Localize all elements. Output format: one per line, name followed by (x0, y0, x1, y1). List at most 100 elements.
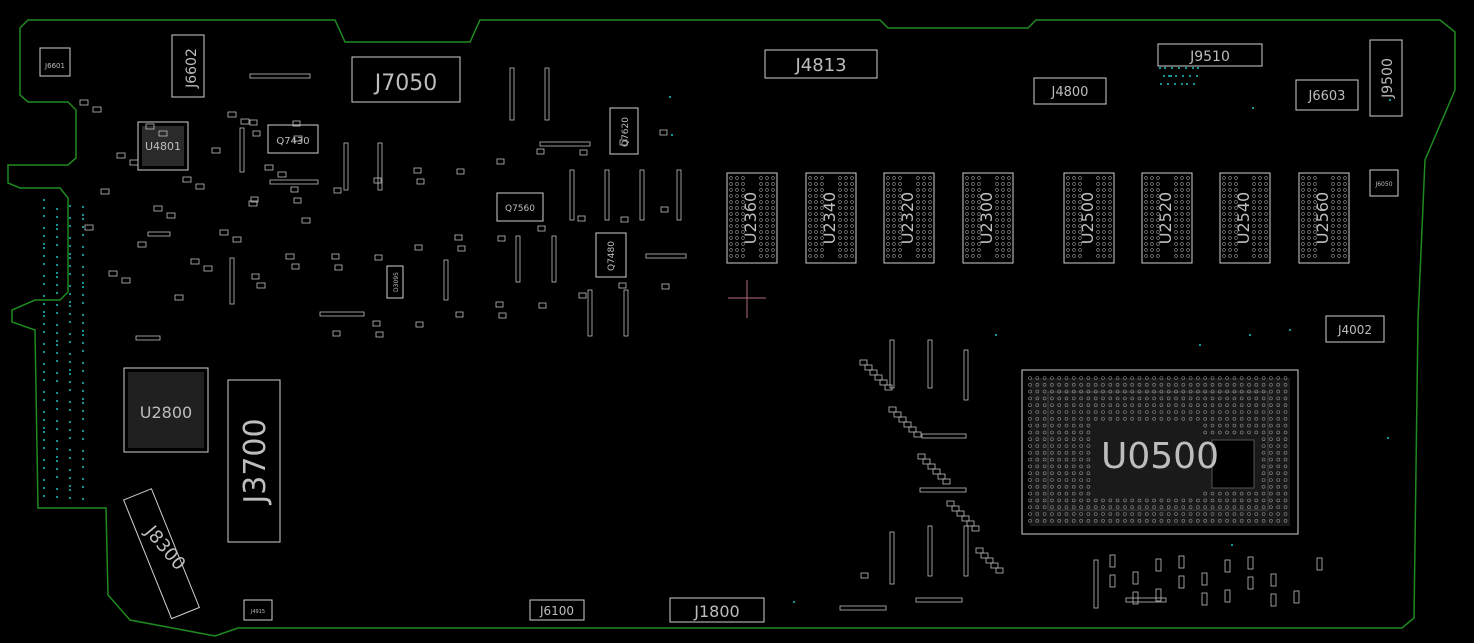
bga-ball (1264, 248, 1268, 252)
smd-part (898, 416, 907, 423)
bga-ball (1102, 236, 1106, 240)
connector-j9500[interactable]: J9500 (1369, 39, 1403, 117)
bga-ball (1035, 396, 1040, 401)
smd-part (277, 171, 287, 178)
bga-ball (1203, 498, 1207, 503)
memory-chip-u2300[interactable]: U2300 (962, 172, 1014, 264)
bga-ball (1152, 410, 1156, 414)
via (81, 253, 85, 257)
via (1167, 74, 1171, 78)
bga-ball (1079, 471, 1083, 476)
chip-u4801[interactable]: U4801 (137, 121, 189, 171)
via (68, 304, 72, 308)
via (55, 495, 59, 499)
connector-j1800[interactable]: J1800 (669, 597, 765, 623)
chip-u2800[interactable]: U2800 (123, 367, 209, 453)
bga-ball (1307, 200, 1311, 204)
memory-chip-u2560[interactable]: U2560 (1298, 172, 1350, 264)
bga-ball (1144, 200, 1148, 204)
bga-ball (977, 224, 981, 228)
bga-ball (1203, 382, 1207, 387)
connector-j6100[interactable]: J6100 (529, 599, 585, 621)
bga-ball (1001, 188, 1005, 192)
bga-ball (1343, 254, 1347, 258)
connector-j6601[interactable]: J6601 (39, 47, 71, 77)
chip-q7620[interactable]: Q7620 (609, 107, 639, 155)
bga-ball (977, 230, 981, 234)
bga-ball (1247, 382, 1251, 387)
bga-ball (1234, 224, 1238, 228)
connector-j4002[interactable]: J4002 (1325, 315, 1385, 343)
bga-ball (1072, 176, 1076, 180)
bga-ball (1225, 389, 1229, 394)
bga-ball (1150, 230, 1154, 234)
bga-ball (995, 248, 999, 252)
bga-ball (1156, 242, 1160, 246)
bga-ball (1159, 505, 1164, 510)
bga-ball (850, 212, 854, 216)
bga-ball (1269, 396, 1273, 401)
bga-ball (1181, 512, 1186, 516)
connector-j3700[interactable]: J3700 (227, 379, 281, 543)
memory-chip-u2320[interactable]: U2320 (883, 172, 935, 264)
bga-ball (1181, 376, 1186, 380)
chip-u0500[interactable]: U0500 (1021, 369, 1299, 535)
connector-j6603[interactable]: J6603 (1295, 79, 1359, 111)
connector-j8300[interactable]: J8300 (122, 486, 207, 620)
memory-chip-u2520[interactable]: U2520 (1141, 172, 1193, 264)
bga-ball (1337, 254, 1341, 258)
chip-d3095[interactable]: D3095 (386, 265, 404, 299)
vias-layer (42, 66, 1392, 604)
bga-ball (814, 176, 818, 180)
bga-ball (1222, 254, 1226, 258)
bga-ball (844, 212, 848, 216)
bga-ball (1234, 242, 1238, 246)
chip-j4915[interactable]: J4915 (243, 599, 273, 621)
connector-j9510[interactable]: J9510 (1157, 43, 1263, 67)
bga-ball (1174, 382, 1178, 387)
bga-ball (735, 176, 739, 180)
bga-ball (1093, 410, 1098, 414)
bga-ball (1261, 464, 1266, 469)
memory-chip-u2540[interactable]: U2540 (1219, 172, 1271, 264)
connector-j4800[interactable]: J4800 (1033, 77, 1107, 105)
via (1181, 74, 1185, 78)
bga-ball (1042, 512, 1047, 516)
memory-chip-u2340[interactable]: U2340 (805, 172, 857, 264)
passive-strip (135, 335, 161, 341)
chip-j6050[interactable]: J6050 (1369, 169, 1399, 197)
bga-ball (995, 200, 999, 204)
via (668, 95, 672, 99)
bga-ball (1228, 212, 1232, 216)
bga-ball (1181, 389, 1186, 394)
via (81, 437, 85, 441)
bga-ball (916, 188, 920, 192)
bga-ball (1072, 382, 1076, 387)
memory-chip-u2500[interactable]: U2500 (1063, 172, 1115, 264)
bga-ball (1108, 376, 1113, 380)
bga-ball (1064, 403, 1069, 408)
bga-ball (892, 236, 896, 240)
bga-ball (1028, 464, 1032, 469)
bga-ball (1086, 464, 1091, 469)
chip-q7430[interactable]: Q7430 (267, 124, 319, 154)
via (42, 410, 46, 414)
bga-ball (1188, 382, 1193, 387)
connector-j7050[interactable]: J7050 (351, 56, 461, 103)
bga-ball (1261, 382, 1266, 387)
memory-chip-u2360[interactable]: U2360 (726, 172, 778, 264)
bga-ball (1276, 464, 1280, 469)
bga-ball (1028, 484, 1032, 489)
chip-q7560[interactable]: Q7560 (496, 192, 544, 222)
bga-ball (1239, 512, 1244, 516)
bga-ball (971, 230, 975, 234)
bga-ball (1057, 416, 1061, 421)
connector-j4813[interactable]: J4813 (764, 49, 878, 79)
bga-ball (1072, 242, 1076, 246)
bga-ball (1222, 200, 1226, 204)
bga-ball (1057, 450, 1061, 455)
connector-j6602[interactable]: J6602 (171, 34, 205, 98)
chip-q7480[interactable]: Q7480 (595, 232, 627, 278)
bga-ball (1343, 194, 1347, 198)
